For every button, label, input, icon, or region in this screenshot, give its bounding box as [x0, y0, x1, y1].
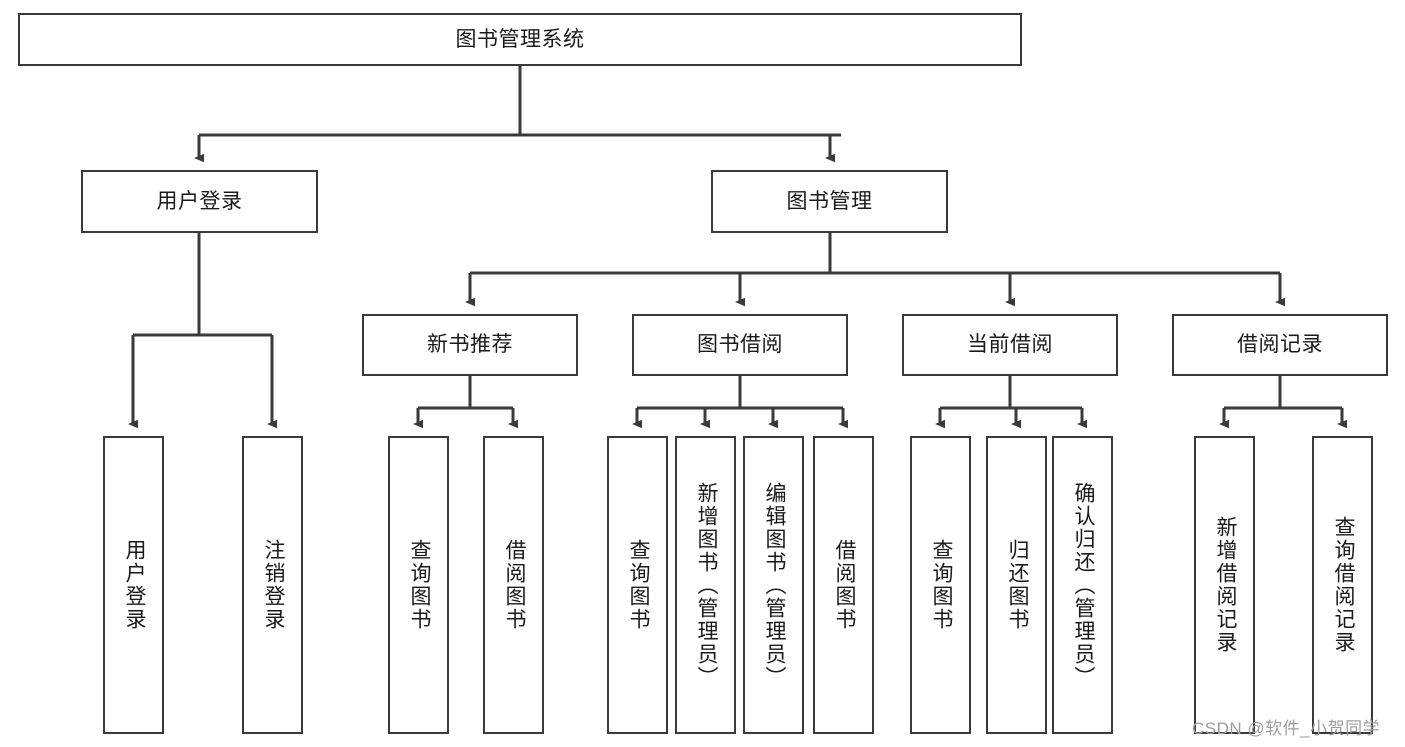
node-label: 确认归还（管理员） — [1071, 481, 1095, 689]
node-label: 查询图书 — [929, 539, 953, 631]
leaf-confirm-return-admin[interactable]: 确认归还（管理员） — [1052, 436, 1113, 734]
leaf-query-book-rec[interactable]: 查询图书 — [388, 436, 449, 734]
node-borrowing-record[interactable]: 借阅记录 — [1172, 314, 1388, 376]
node-label: 编辑图书（管理员） — [762, 481, 786, 689]
node-label: 查询图书 — [626, 539, 650, 631]
node-label: 新书推荐 — [427, 333, 513, 357]
leaf-edit-book-admin[interactable]: 编辑图书（管理员） — [743, 436, 804, 734]
node-label: 当前借阅 — [967, 333, 1053, 357]
leaf-add-book-admin[interactable]: 新增图书（管理员） — [675, 436, 736, 734]
node-label: 借阅图书 — [832, 539, 856, 631]
node-new-book-recommendation[interactable]: 新书推荐 — [362, 314, 578, 376]
node-label: 用户登录 — [156, 189, 243, 213]
node-book-borrowing[interactable]: 图书借阅 — [632, 314, 848, 376]
leaf-query-borrow-record[interactable]: 查询借阅记录 — [1312, 436, 1373, 734]
node-label: 注销登录 — [261, 539, 285, 631]
leaf-query-book-current[interactable]: 查询图书 — [910, 436, 971, 734]
node-label: 查询借阅记录 — [1331, 516, 1355, 654]
node-label: 归还图书 — [1005, 539, 1029, 631]
node-label: 用户登录 — [122, 539, 146, 631]
leaf-borrow-book-rec[interactable]: 借阅图书 — [483, 436, 544, 734]
node-label: 新增借阅记录 — [1213, 516, 1237, 654]
leaf-add-borrow-record[interactable]: 新增借阅记录 — [1194, 436, 1255, 734]
node-label: 图书借阅 — [697, 333, 783, 357]
node-label: 借阅图书 — [502, 539, 526, 631]
node-label: 图书管理 — [786, 189, 873, 213]
leaf-user-login[interactable]: 用户登录 — [103, 436, 164, 734]
leaf-query-book-borrow[interactable]: 查询图书 — [607, 436, 668, 734]
node-label: 图书管理系统 — [455, 27, 585, 51]
node-book-management-system[interactable]: 图书管理系统 — [18, 13, 1022, 66]
node-current-borrowing[interactable]: 当前借阅 — [902, 314, 1118, 376]
node-label: 查询图书 — [407, 539, 431, 631]
leaf-borrow-book[interactable]: 借阅图书 — [813, 436, 874, 734]
node-label: 借阅记录 — [1237, 333, 1323, 357]
node-user-login[interactable]: 用户登录 — [81, 170, 318, 233]
leaf-logout[interactable]: 注销登录 — [242, 436, 303, 734]
node-book-management[interactable]: 图书管理 — [711, 170, 948, 233]
node-label: 新增图书（管理员） — [694, 481, 718, 689]
leaf-return-book[interactable]: 归还图书 — [986, 436, 1047, 734]
